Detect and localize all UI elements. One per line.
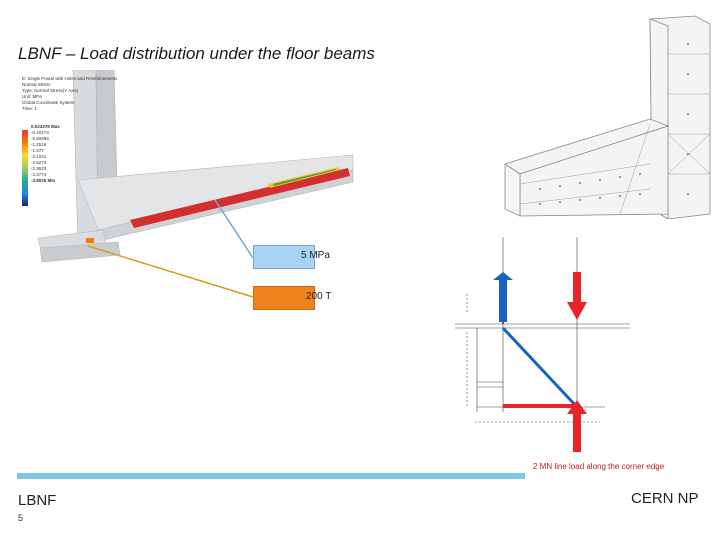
footer-right-label: CERN NP: [631, 490, 699, 507]
legend-header-5: Global Coordinate System: [22, 100, 75, 105]
legend-value: -2.9523: [31, 166, 47, 171]
key-label-stress: 5 MPa: [301, 250, 330, 261]
legend-max: 0.023376 Max: [31, 124, 60, 129]
legend-color-bar: [22, 130, 28, 206]
cad-structure-render: [504, 15, 711, 219]
load-caption: 2 MN line load along the corner edge: [533, 462, 665, 471]
section-load-diagram: [455, 237, 630, 452]
page-number: 5: [18, 513, 24, 523]
key-label-load: 200 T: [306, 291, 332, 302]
load-arrow-bottom-head: [567, 400, 587, 414]
legend-header-1: E: Single Pontal with Holes and Reinforc…: [22, 76, 118, 81]
key-box-load: [253, 286, 315, 310]
legend-value: -0.40173: [31, 130, 49, 135]
legend-value: -2.5272: [31, 160, 47, 165]
footer-rule: [17, 473, 525, 479]
diagonal-brace: [501, 326, 579, 409]
legend-value: -2.1021: [31, 154, 47, 159]
legend-value: -3.3774: [31, 172, 47, 177]
footer-left-label: LBNF: [18, 492, 57, 509]
load-arrow-top-head: [567, 302, 587, 320]
load-arrow-bottom-shaft: [573, 412, 581, 452]
legend-value: -1.2519: [31, 142, 47, 147]
legend-min: -3.8025 Min: [31, 178, 56, 183]
reaction-arrow-head: [493, 272, 513, 280]
legend-value: -0.82683: [31, 136, 49, 141]
legend-value: -1.677: [31, 148, 44, 153]
legend-header-4: Unit: MPa: [22, 94, 42, 99]
legend-header-2: Normal Stress: [22, 82, 51, 87]
slide-title: LBNF – Load distribution under the floor…: [18, 44, 375, 63]
stress-legend: E: Single Pontal with Holes and Reinforc…: [22, 76, 118, 206]
legend-header-6: Time: 1: [22, 106, 37, 111]
reaction-arrow-shaft: [499, 277, 507, 322]
corner-edge-load: [503, 404, 577, 408]
legend-header-3: Type: Normal Stress(Y Axis): [22, 88, 79, 93]
load-arrow-top-shaft: [573, 272, 581, 302]
key-box-stress: [253, 245, 315, 269]
